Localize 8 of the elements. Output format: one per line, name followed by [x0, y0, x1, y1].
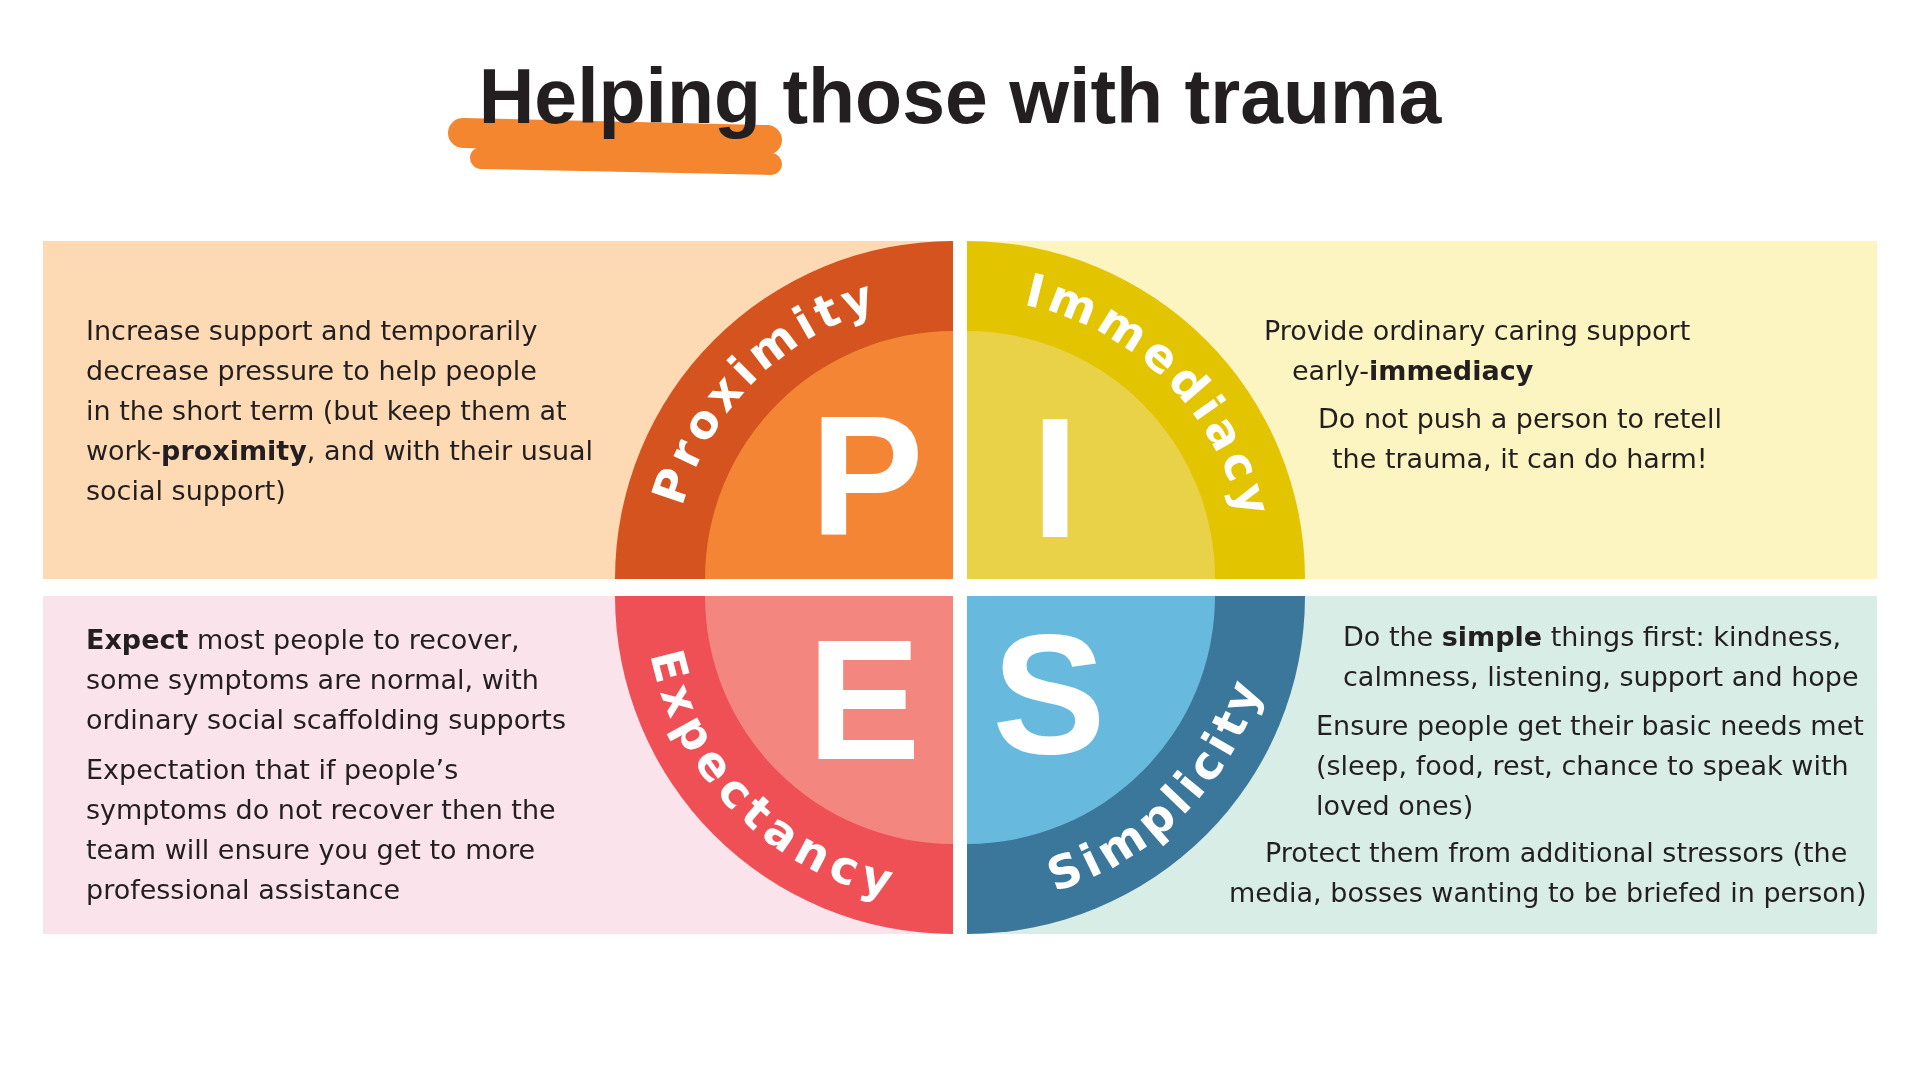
body-text: Expectation that if people’s symptoms do not recover then the team will ensure you get to more professional assistance [86, 753, 556, 907]
body-text: Increase support and temporarily decrease pressure to help people in the short term (but keep them at work-proximity, and with their usual social support) [86, 314, 594, 508]
body-text: Expect most people to recover, some symptoms are normal, with ordinary social scaffolding supports [86, 623, 566, 737]
body-text: Ensure people get their basic needs met (sleep, food, rest, chance to speak with loved ones) [1316, 709, 1864, 823]
title: Helping those with trauma [478, 52, 1442, 141]
body-text: Provide ordinary caring support early-immediacy [1264, 315, 1691, 386]
body-text: Do not push a person to retell the trauma, it can do harm! [1318, 402, 1722, 476]
body-text: Do the simple things first: kindness, calmness, listening, support and hope [1343, 620, 1859, 694]
